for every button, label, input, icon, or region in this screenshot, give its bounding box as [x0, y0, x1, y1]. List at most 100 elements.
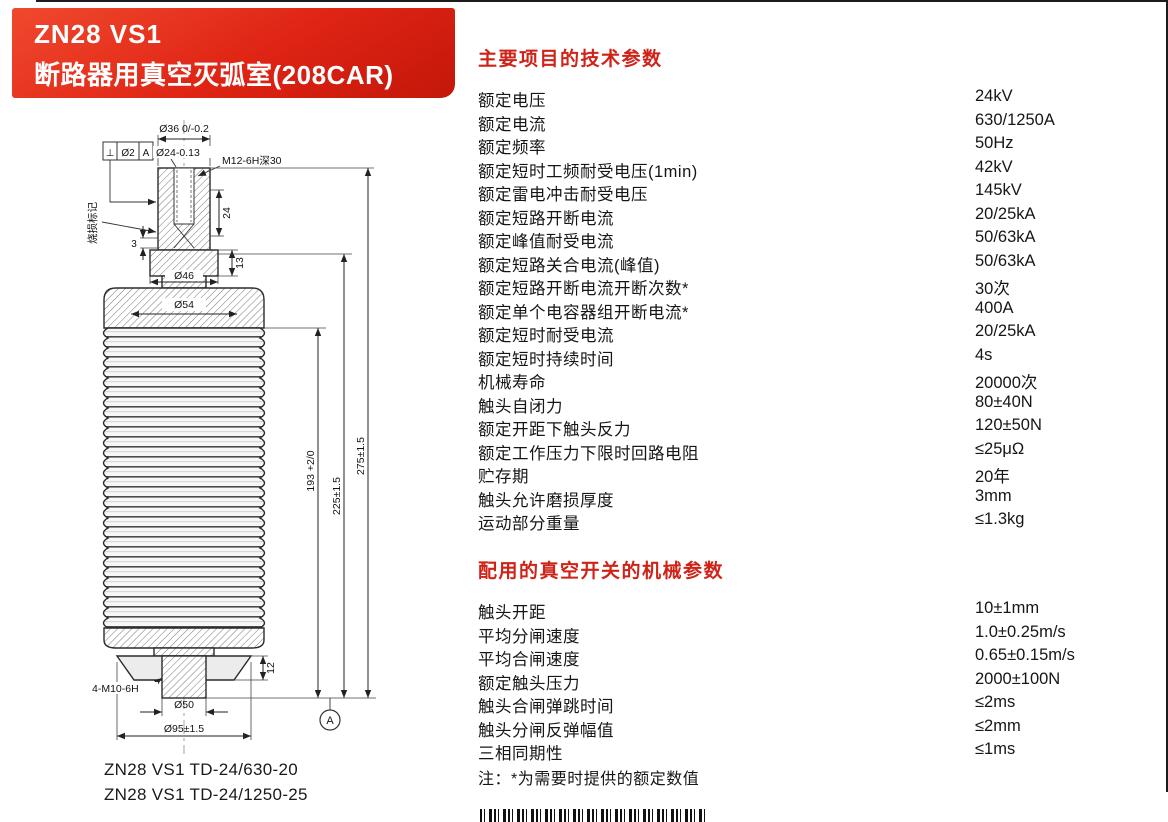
technical-drawing: Ø36 0/-0.2 Ø24-0.13 M12-6H深30 ⊥ Ø2 A 烧损标…: [46, 106, 426, 758]
parameter-row: 额定开距下触头反力 120±50N: [478, 414, 1162, 439]
parameter-value: 400A: [975, 298, 1014, 317]
dim-225-label: 225±1.5: [331, 477, 343, 515]
parameter-row: 运动部分重量 ≤1.3kg: [478, 508, 1162, 533]
parameter-row: 贮存期 20年: [478, 461, 1162, 486]
parameter-value: 20/25kA: [975, 322, 1036, 340]
parameter-row: 额定短路关合电流(峰值) 50/63kA: [478, 250, 1162, 275]
parameter-label: 额定峰值耐受电流: [478, 233, 614, 251]
parameter-value: ≤2mm: [975, 716, 1021, 735]
mechanical-parameters-title: 配用的真空开关的机械参数: [478, 561, 725, 582]
parameter-row: 额定雷电冲击耐受电压 145kV: [478, 179, 1162, 204]
parameter-row: 触头分闸反弹幅值 ≤2mm: [478, 715, 1162, 740]
parameter-label: 额定短路开断电流开断次数*: [478, 280, 689, 298]
parameter-label: 三相同期性: [478, 745, 563, 763]
parameter-label: 额定雷电冲击耐受电压: [478, 186, 648, 204]
dim-dia36-label: Ø36 0/-0.2: [159, 123, 209, 135]
parameter-value: ≤25μΩ: [975, 439, 1025, 458]
ribbed-insulator: [102, 327, 266, 629]
parameter-row: 平均合闸速度 0.65±0.15m/s: [478, 644, 1162, 669]
parameter-label: 运动部分重量: [478, 515, 580, 533]
scan-edge-right: [1166, 0, 1168, 792]
burn-mark-label: 烧损标记: [86, 202, 99, 244]
parameter-label: 额定频率: [478, 139, 546, 157]
parameter-label: 机械寿命: [478, 374, 546, 392]
dim-193-label: 193 +2/0: [305, 450, 317, 491]
main-parameters-title: 主要项目的技术参数: [478, 49, 663, 70]
mechanical-parameters-list: 触头开距 10±1mm 平均分闸速度 1.0±0.25m/s 平均合闸速度 0.…: [478, 597, 1162, 763]
parameter-row: 触头允许磨损厚度 3mm: [478, 485, 1162, 510]
parameter-value: 50Hz: [975, 134, 1014, 152]
parameter-label: 触头允许磨损厚度: [478, 491, 614, 510]
parameter-value: 20年: [975, 468, 1010, 486]
ceramic-body: [102, 287, 266, 649]
parameter-label: 额定短时持续时间: [478, 350, 614, 369]
dim-dia46-label: Ø46: [174, 270, 194, 282]
parameter-value: 145kV: [975, 181, 1022, 199]
parameter-row: 额定电流 630/1250A: [478, 109, 1162, 134]
parameter-value: 1.0±0.25m/s: [975, 622, 1066, 641]
datum-target-label: A: [326, 715, 334, 727]
parameter-label: 额定短时工频耐受电压(1min): [478, 162, 698, 181]
parameter-value: 50/63kA: [975, 251, 1036, 270]
model-designations: ZN28 VS1 TD-24/630-20 ZN28 VS1 TD-24/125…: [104, 758, 308, 807]
scan-edge-top: [36, 0, 1168, 2]
product-name-title: 断路器用真空灭弧室(208CAR): [34, 60, 394, 90]
bottom-end-cap: [103, 627, 265, 649]
parameter-value: 20000次: [975, 374, 1038, 392]
dimension-labels: Ø36 0/-0.2 Ø24-0.13 M12-6H深30 ⊥ Ø2 A 烧损标…: [86, 123, 367, 735]
parameter-row: 触头合闸弹跳时间 ≤2ms: [478, 691, 1162, 716]
parameter-value: ≤2ms: [975, 693, 1016, 711]
parameter-label: 平均合闸速度: [478, 651, 580, 669]
dim-dia95-label: Ø95±1.5: [164, 723, 204, 735]
parameter-value: 4s: [975, 345, 993, 364]
barcode: [480, 809, 705, 822]
parameter-row: 触头开距 10±1mm: [478, 597, 1162, 622]
parameter-row: 额定电压 24kV: [478, 85, 1162, 110]
main-parameters-list: 额定电压 24kV 额定电流 630/1250A 额定频率 50Hz 额定短时工…: [478, 85, 1162, 533]
parameter-label: 额定工作压力下限时回路电阻: [478, 444, 699, 463]
dim-13-label: 13: [234, 257, 246, 269]
parameter-label: 触头开距: [478, 604, 546, 622]
parameter-label: 额定触头压力: [478, 674, 580, 693]
parameter-row: 额定短时持续时间 4s: [478, 344, 1162, 369]
parameter-label: 额定单个电容器组开断电流*: [478, 303, 689, 322]
dim-dia50-label: Ø50: [174, 699, 194, 711]
datum-tolerance-label: Ø2: [121, 148, 135, 159]
model-line-1: ZN28 VS1 TD-24/630-20: [104, 760, 299, 779]
parameter-value: 24kV: [975, 87, 1013, 105]
parameter-value: 30次: [975, 280, 1010, 298]
parameter-row: 触头自闭力 80±40N: [478, 391, 1162, 416]
thread-bottom-label: 4-M10-6H: [92, 683, 139, 695]
parameter-label: 额定电压: [478, 92, 546, 110]
parameter-row: 额定触头压力 2000±100N: [478, 668, 1162, 693]
parameter-row: 机械寿命 20000次: [478, 367, 1162, 392]
parameter-value: ≤1ms: [975, 740, 1016, 758]
parameter-label: 平均分闸速度: [478, 627, 580, 646]
datum-perpendicularity-symbol: ⊥: [106, 148, 115, 159]
dim-dia54-label: Ø54: [174, 299, 194, 311]
parameter-row: 额定频率 50Hz: [478, 132, 1162, 157]
parameter-value: 2000±100N: [975, 669, 1061, 688]
bottom-terminal: [115, 647, 253, 699]
parameter-value: 630/1250A: [975, 110, 1055, 129]
parameter-row: 额定短路开断电流开断次数* 30次: [478, 273, 1162, 298]
parameter-row: 平均分闸速度 1.0±0.25m/s: [478, 621, 1162, 646]
parameter-value: 80±40N: [975, 392, 1033, 411]
parameter-value: 20/25kA: [975, 204, 1036, 223]
main-parameters-section: 主要项目的技术参数 额定电压 24kV 额定电流 630/1250A 额定频率 …: [478, 44, 1162, 533]
product-model-title: ZN28 VS1: [34, 19, 162, 49]
parameter-label: 额定短路开断电流: [478, 209, 614, 228]
parameter-value: 42kV: [975, 157, 1013, 176]
parameter-row: 额定峰值耐受电流 50/63kA: [478, 226, 1162, 251]
vacuum-interrupter-drawing: Ø36 0/-0.2 Ø24-0.13 M12-6H深30 ⊥ Ø2 A 烧损标…: [86, 120, 376, 754]
parameter-row: 额定单个电容器组开断电流* 400A: [478, 297, 1162, 322]
model-line-2: ZN28 VS1 TD-24/1250-25: [104, 784, 308, 804]
parameter-row: 额定短时耐受电流 20/25kA: [478, 320, 1162, 345]
parameter-row: 三相同期性 ≤1ms: [478, 738, 1162, 763]
dim-12-label: 12: [265, 662, 277, 674]
thread-top-label: M12-6H深30: [222, 155, 282, 167]
parameter-value: 0.65±0.15m/s: [975, 646, 1075, 664]
parameter-label: 贮存期: [478, 468, 529, 486]
parameter-label: 额定电流: [478, 115, 546, 134]
